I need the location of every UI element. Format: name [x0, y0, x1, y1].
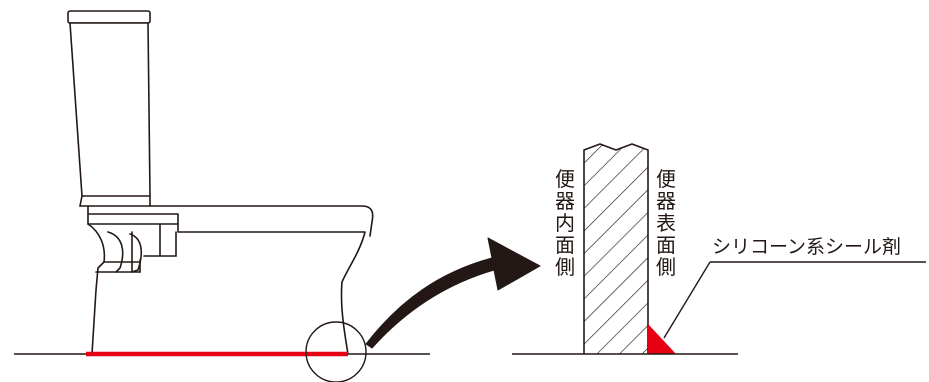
toilet-side-view — [67, 10, 374, 355]
curved-arrow — [365, 237, 541, 349]
seat-rim — [79, 205, 374, 237]
detail-circle — [305, 321, 367, 382]
bowl-contour — [87, 223, 366, 355]
trapway — [87, 223, 106, 355]
tank-lid — [67, 10, 151, 24]
tank-body — [69, 22, 151, 197]
sealant-leader-line — [663, 261, 711, 339]
label-inner-side: 便器内面側 — [555, 167, 575, 279]
cross-section-detail — [512, 143, 926, 355]
bowl-wall-section — [583, 143, 649, 354]
label-sealant: シリコーン系シール剤 — [712, 236, 902, 258]
label-outer-side: 便器表面側 — [656, 167, 676, 279]
sealant-bead — [648, 324, 676, 354]
